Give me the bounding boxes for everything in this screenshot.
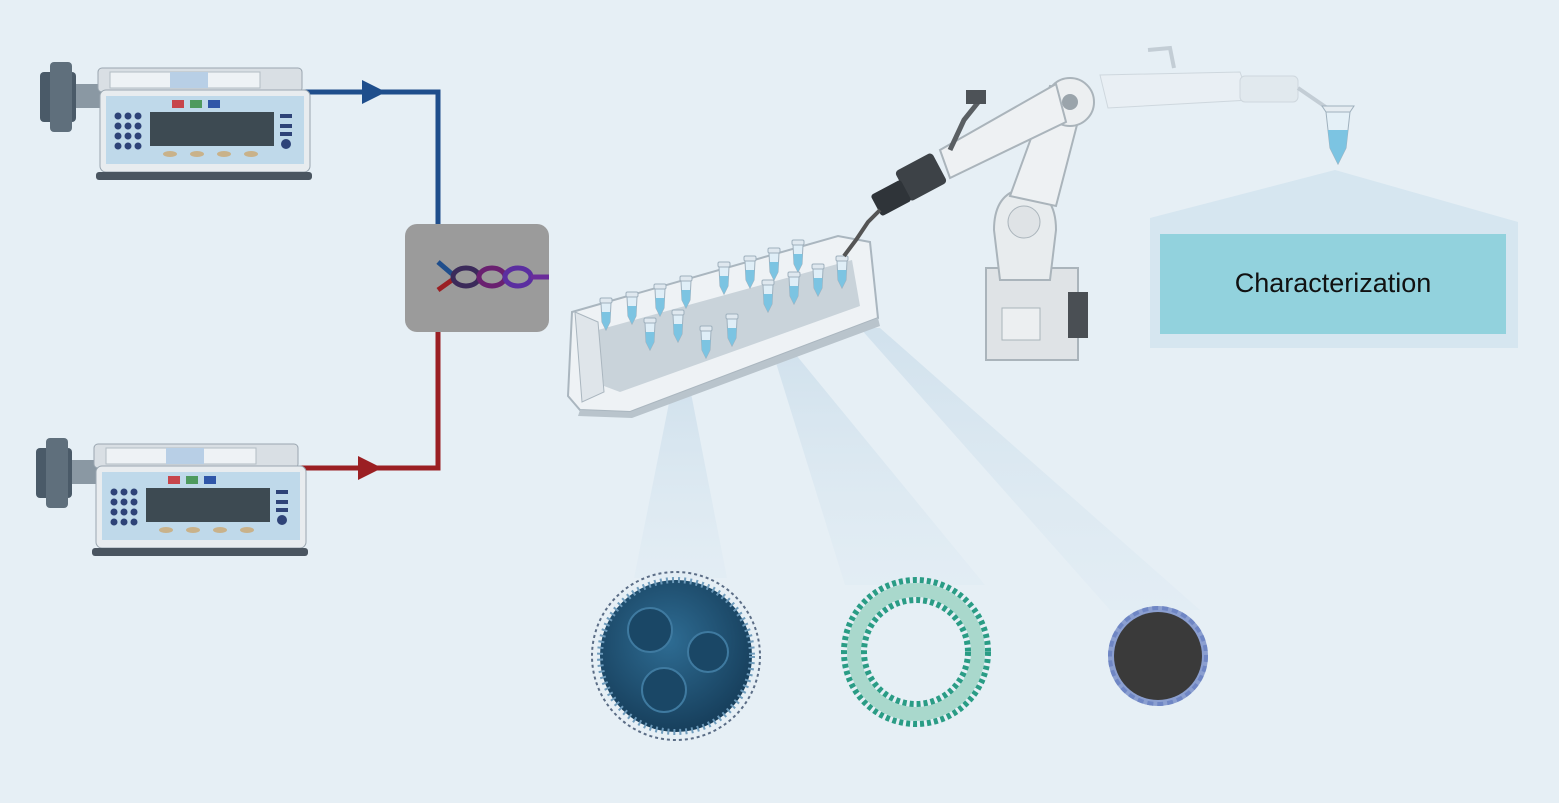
robotic-arm [842,45,1332,361]
sample-tube [1321,105,1355,166]
liposome [841,577,991,727]
syringe-pump-bottom [35,437,309,557]
stream-a-arrow [362,80,386,104]
stream-b-arrow [358,456,382,480]
syringe-pump-top [39,61,313,181]
characterization-label: Characterization [1235,268,1432,298]
tube-rack [566,234,880,418]
microfluidic-mixer [405,224,549,332]
zoom-beams [634,328,1200,610]
characterization-box [1160,234,1506,334]
lipid-nanoparticle [591,571,761,741]
inorganic-nanoparticle [1108,606,1208,706]
